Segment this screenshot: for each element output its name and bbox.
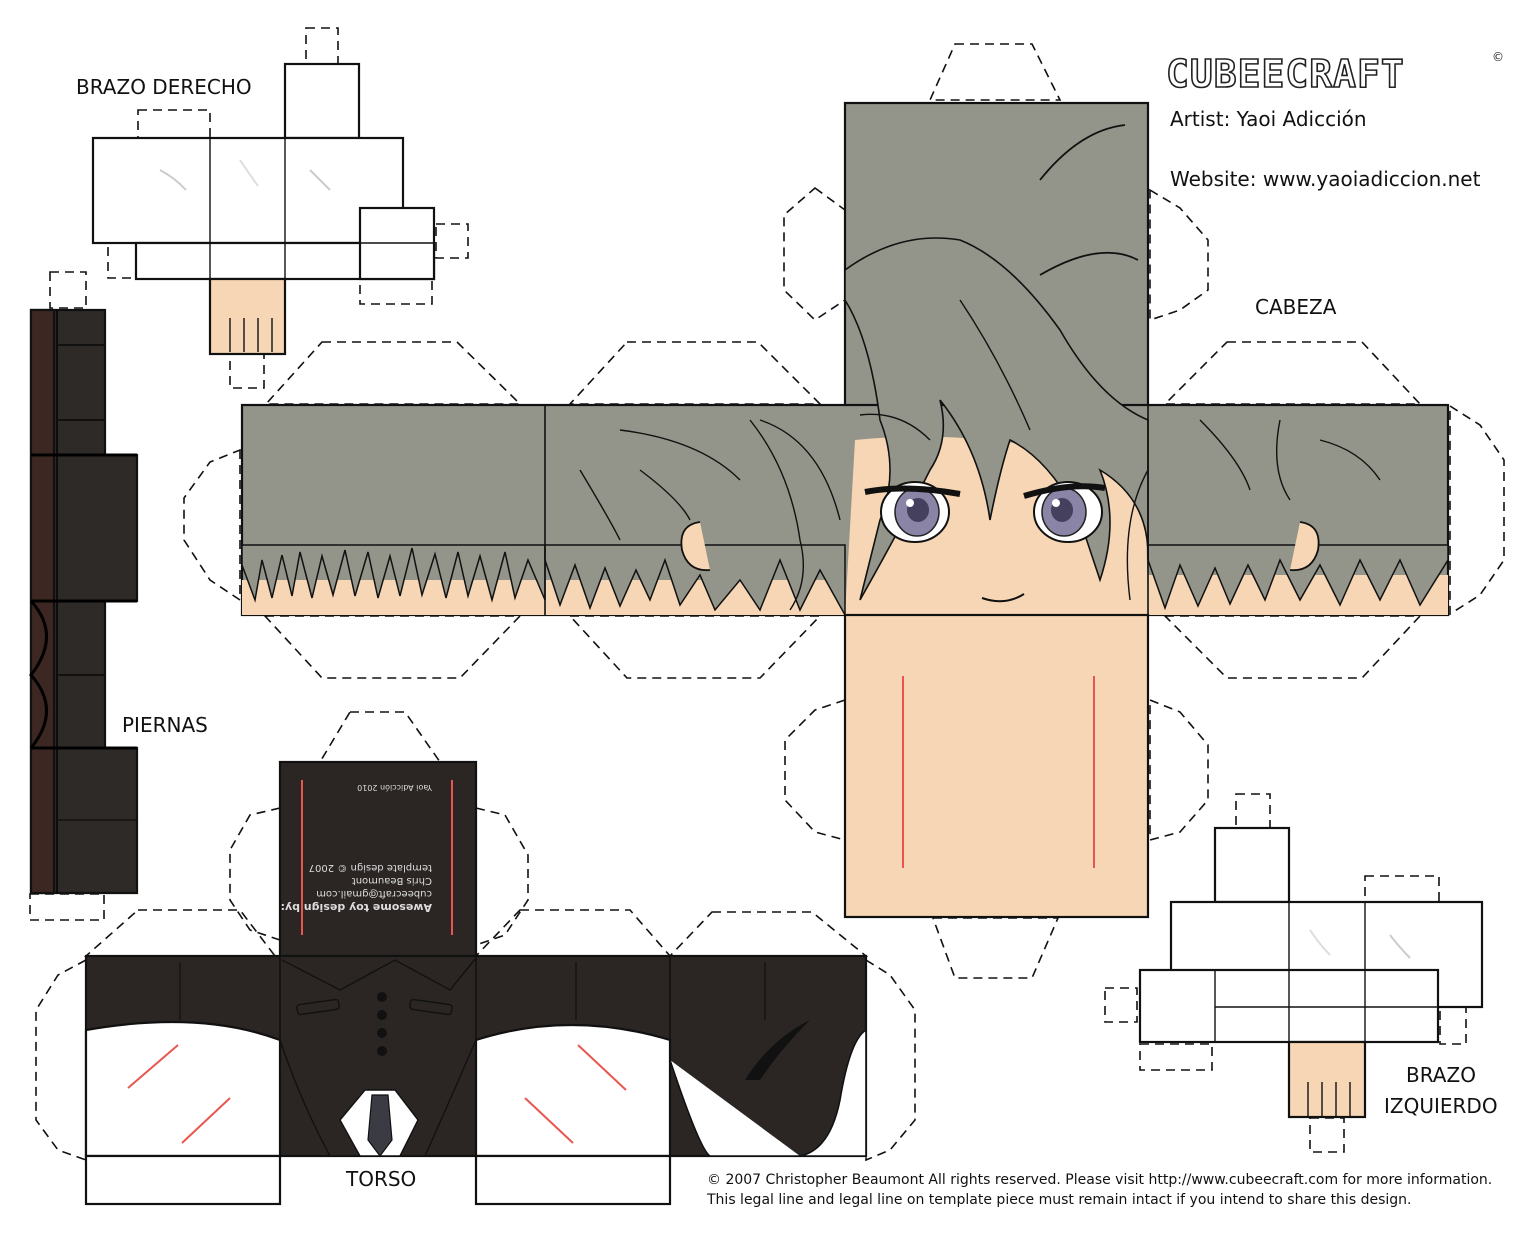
cubeecraft-logo: CUBEECRAFT © [1165,50,1504,97]
torso-piece [35,711,916,1206]
logo-text: CUBEECRAFT [1165,51,1405,97]
template-note-line1: Awesome toy design by: [280,901,432,914]
artist-credit: Artist: Yaoi Adicción [1170,107,1367,131]
head-piece [183,43,1505,979]
label-legs: PIERNAS [122,713,208,737]
website-credit: Website: www.yaoiadiccion.net [1170,167,1481,191]
template-note-line3: Chris Beaumont [351,875,432,886]
right-eye [1023,481,1106,543]
template-note-line4: template design © 2007 [308,862,432,873]
template-note: Awesome toy design by: cubeecraft@gmail.… [280,762,476,954]
mouth [981,593,1025,603]
label-left-arm-line2: IZQUIERDO [1384,1094,1498,1118]
legal-line-1: © 2007 Christopher Beaumont All rights r… [707,1172,1493,1188]
label-left-arm-line1: BRAZO [1406,1063,1476,1087]
left-eye [864,481,961,543]
label-torso: TORSO [346,1167,417,1191]
left-arm-piece [1104,793,1484,1153]
label-right-arm: BRAZO DERECHO [76,75,252,99]
legal-notice: © 2007 Christopher Beaumont All rights r… [707,1170,1492,1210]
legs-piece [29,271,139,921]
legal-line-2: This legal line and legal line on templa… [707,1192,1412,1208]
label-head: CABEZA [1255,295,1337,319]
right-arm-piece [91,27,469,389]
copyright-mark: © [1492,50,1504,64]
template-note-line2: cubeecraft@gmail.com [316,888,432,899]
template-note-line5: Yaoi Adicción 2010 [357,783,432,792]
